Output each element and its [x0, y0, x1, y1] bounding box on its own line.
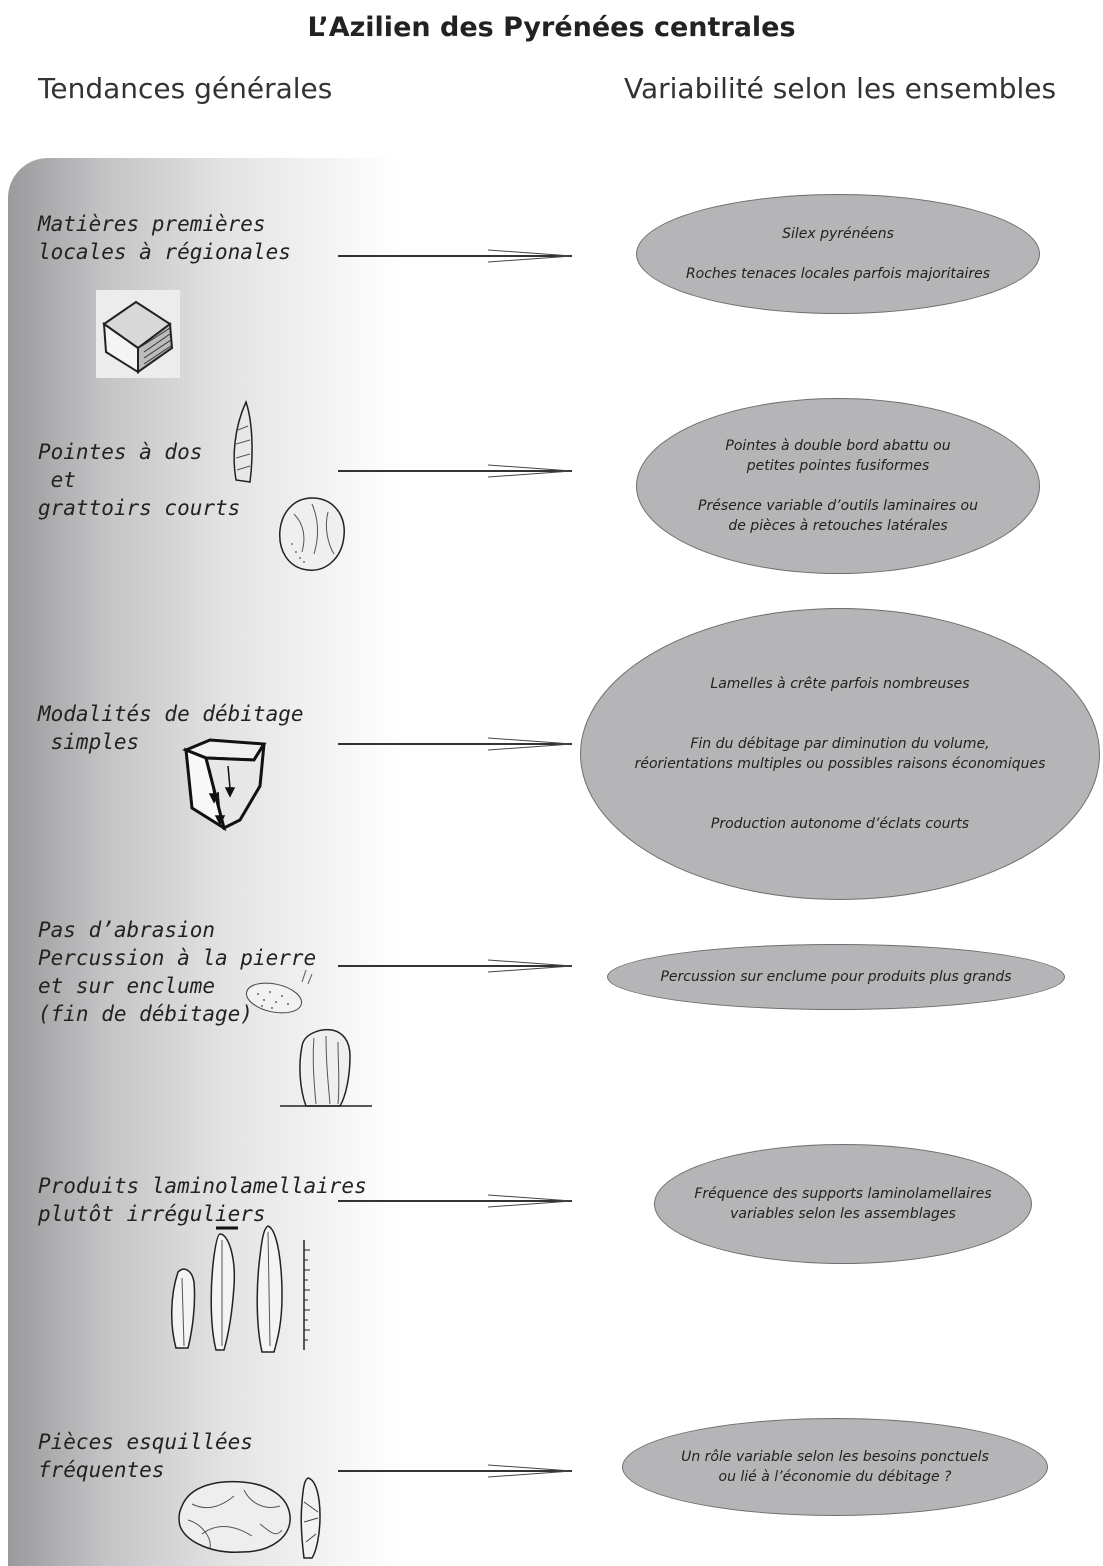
raw-stone-block-icon	[96, 290, 180, 378]
anvil-core-icon	[280, 1028, 372, 1107]
right-column-header: Variabilité selon les ensembles	[624, 72, 1057, 105]
arrow-5	[338, 1194, 573, 1208]
variability-ellipse-blade-products: Fréquence des supports laminolamellaires…	[654, 1144, 1032, 1264]
trend-label-knapping-modes: Modalités de débitage simples	[38, 702, 304, 754]
arrow-4	[338, 959, 573, 973]
variability-ellipse-splintered-pieces: Un rôle variable selon les besoins ponct…	[622, 1418, 1048, 1516]
variability-ellipse-percussion: Percussion sur enclume pour produits plu…	[607, 944, 1065, 1010]
bladelets-icon	[170, 1225, 310, 1353]
arrow-6	[338, 1464, 573, 1478]
backed-point-icon	[233, 399, 253, 483]
arrow-1	[338, 249, 573, 263]
diagram-title: L’Azilien des Pyrénées centrales	[307, 12, 796, 43]
arrow-3	[338, 737, 573, 751]
splintered-piece-icon	[178, 1480, 291, 1553]
arrow-2	[338, 464, 573, 478]
hammerstone-icon	[245, 969, 313, 1014]
general-trends-panel	[8, 158, 453, 1566]
left-column-header: Tendances générales	[38, 72, 333, 105]
short-scraper-icon	[279, 497, 345, 571]
splintered-piece-profile-icon	[300, 1477, 321, 1559]
core-with-removals-icon	[182, 738, 267, 832]
